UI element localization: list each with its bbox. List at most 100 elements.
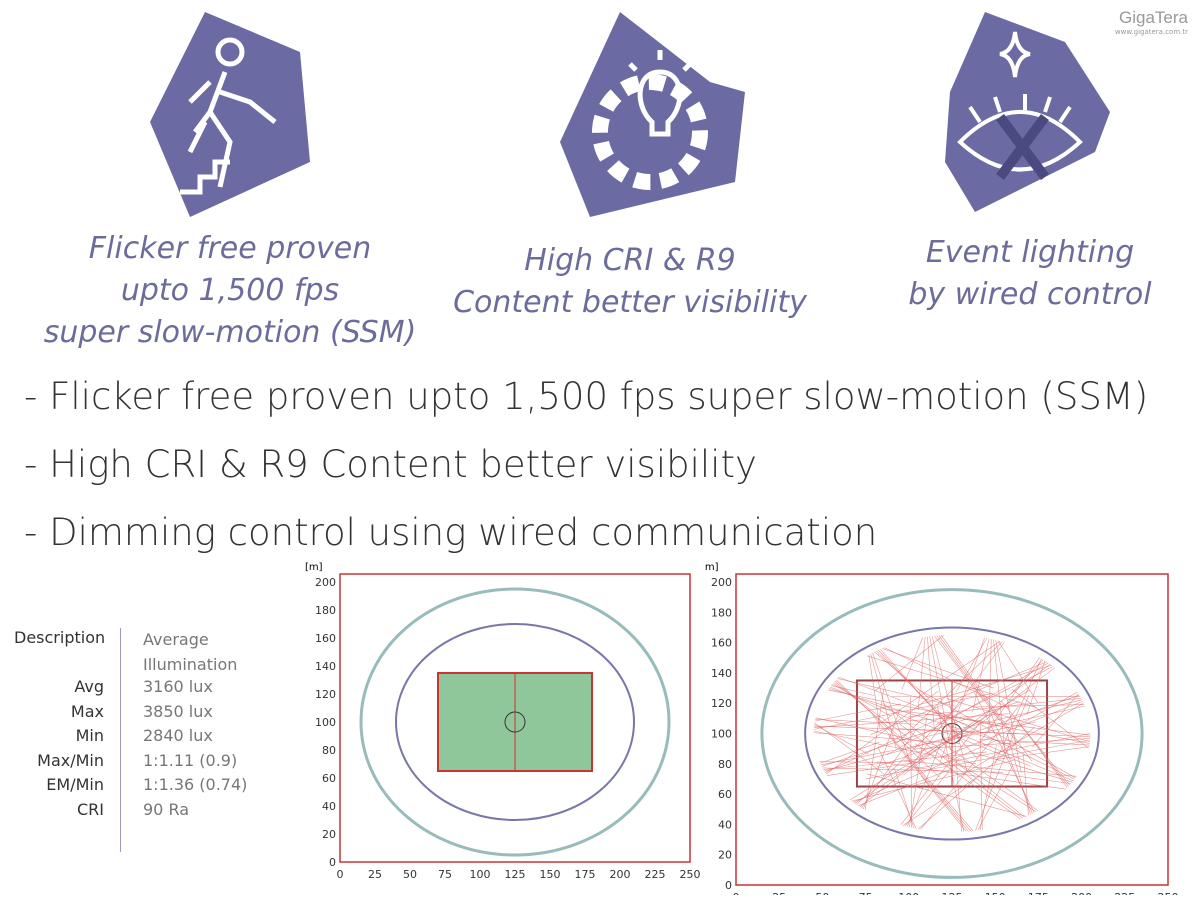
aiming-line <box>975 694 1030 831</box>
y-tick-label: 100 <box>315 716 336 729</box>
x-tick-label: 175 <box>1028 891 1049 895</box>
aiming-line <box>838 676 972 727</box>
y-tick-label: 40 <box>322 800 336 813</box>
table-row-label: EM/Min <box>46 775 104 794</box>
aiming-line <box>904 757 960 827</box>
aiming-line <box>876 694 1080 768</box>
y-tick-label: 180 <box>315 604 336 617</box>
bullet-3: - Dimming control using wired communicat… <box>24 511 878 554</box>
table-row-value: 90 Ra <box>143 799 190 819</box>
x-tick-label: 100 <box>898 891 919 895</box>
aiming-line <box>880 649 978 759</box>
aiming-line <box>814 703 902 722</box>
x-tick-label: 200 <box>1071 891 1092 895</box>
x-tick-label: 250 <box>1158 891 1179 895</box>
aiming-line <box>1006 733 1031 815</box>
aiming-line <box>897 641 1003 744</box>
y-tick-label: 100 <box>711 728 732 741</box>
aiming-line <box>824 731 971 772</box>
aiming-line <box>904 755 969 832</box>
table-row-value: 1:1.11 (0.9) <box>143 750 238 770</box>
aiming-line <box>877 761 1067 790</box>
y-tick-label: 120 <box>711 697 732 710</box>
aiming-line <box>882 702 1025 818</box>
y-tick-label: 80 <box>322 744 336 757</box>
aiming-line <box>968 750 1073 783</box>
x-tick-label: 25 <box>368 868 382 881</box>
y-tick-label: 120 <box>315 688 336 701</box>
y-tick-label: 60 <box>322 772 336 785</box>
walking-person-icon <box>150 12 310 217</box>
aiming-line <box>872 714 974 832</box>
table-row-label: Max/Min <box>37 750 104 770</box>
aiming-line <box>909 717 928 828</box>
aiming-line <box>815 719 918 725</box>
aiming-line <box>957 702 1084 778</box>
aiming-line <box>856 699 966 805</box>
aiming-line <box>814 722 885 775</box>
x-tick-label: 150 <box>985 891 1006 895</box>
x-tick-label: 225 <box>645 868 666 881</box>
aiming-line <box>814 725 1026 735</box>
aiming-line <box>826 761 922 776</box>
aiming-line <box>828 688 1015 747</box>
y-tick-label: 60 <box>718 788 732 801</box>
aiming-line <box>868 654 881 728</box>
aiming-line <box>849 689 1031 801</box>
aiming-line <box>989 705 1085 728</box>
x-tick-label: 250 <box>680 868 701 881</box>
y-tick-label: 200 <box>711 576 732 589</box>
aiming-line <box>920 706 1019 830</box>
x-tick-label: 50 <box>403 868 417 881</box>
bullet-1: - Flicker free proven upto 1,500 fps sup… <box>24 375 1149 418</box>
aiming-line <box>941 701 1083 758</box>
aiming-line <box>941 635 1033 762</box>
aiming-line <box>1001 700 1071 786</box>
aiming-line <box>914 738 1091 750</box>
y-tick-label: 0 <box>725 879 732 892</box>
aiming-line <box>900 707 992 826</box>
aiming-line <box>952 730 1074 782</box>
plot-frame <box>339 573 691 863</box>
table-row-value: 3850 lux <box>143 701 213 721</box>
table-row-value: 3160 lux <box>143 677 213 696</box>
aiming-line <box>918 726 1035 830</box>
aiming-line <box>951 667 1056 746</box>
aiming-line <box>956 638 988 692</box>
aiming-line <box>833 682 907 737</box>
y-tick-label: 20 <box>718 849 732 862</box>
aiming-line <box>931 635 968 771</box>
unit-label: [m] <box>705 562 719 573</box>
x-tick-label: 175 <box>575 868 596 881</box>
aiming-line <box>878 649 962 739</box>
table-row-value: 1:1.36 (0.74) <box>143 775 248 794</box>
aiming-line <box>913 642 1005 764</box>
x-tick-label: 75 <box>438 868 452 881</box>
aiming-line <box>880 640 1001 723</box>
x-tick-label: 100 <box>470 868 491 881</box>
gigatera-logo: GigaTera www.gigatera.com.tr <box>1114 8 1188 36</box>
aiming-line <box>819 761 896 763</box>
table-header-label: Description <box>14 628 106 647</box>
aiming-line <box>946 698 1090 743</box>
stadium-outer-ring <box>760 588 1144 879</box>
aiming-line <box>822 767 1004 773</box>
aiming-plot: [m]0255075100125150175200225250020406080… <box>705 562 1179 895</box>
aiming-line <box>1032 693 1079 747</box>
aiming-line <box>963 718 1090 744</box>
aiming-line <box>941 742 1039 811</box>
aiming-line <box>1016 691 1078 727</box>
table-row-value: 2840 lux <box>143 726 213 745</box>
aiming-line <box>924 699 1082 738</box>
light-bulb-icon <box>560 12 745 217</box>
aiming-line <box>851 760 1014 802</box>
unit-label: [m] <box>305 562 323 573</box>
x-tick-label: 0 <box>337 868 344 881</box>
x-tick-label: 50 <box>815 891 829 895</box>
aiming-line <box>1022 753 1029 816</box>
aiming-line <box>937 705 965 832</box>
